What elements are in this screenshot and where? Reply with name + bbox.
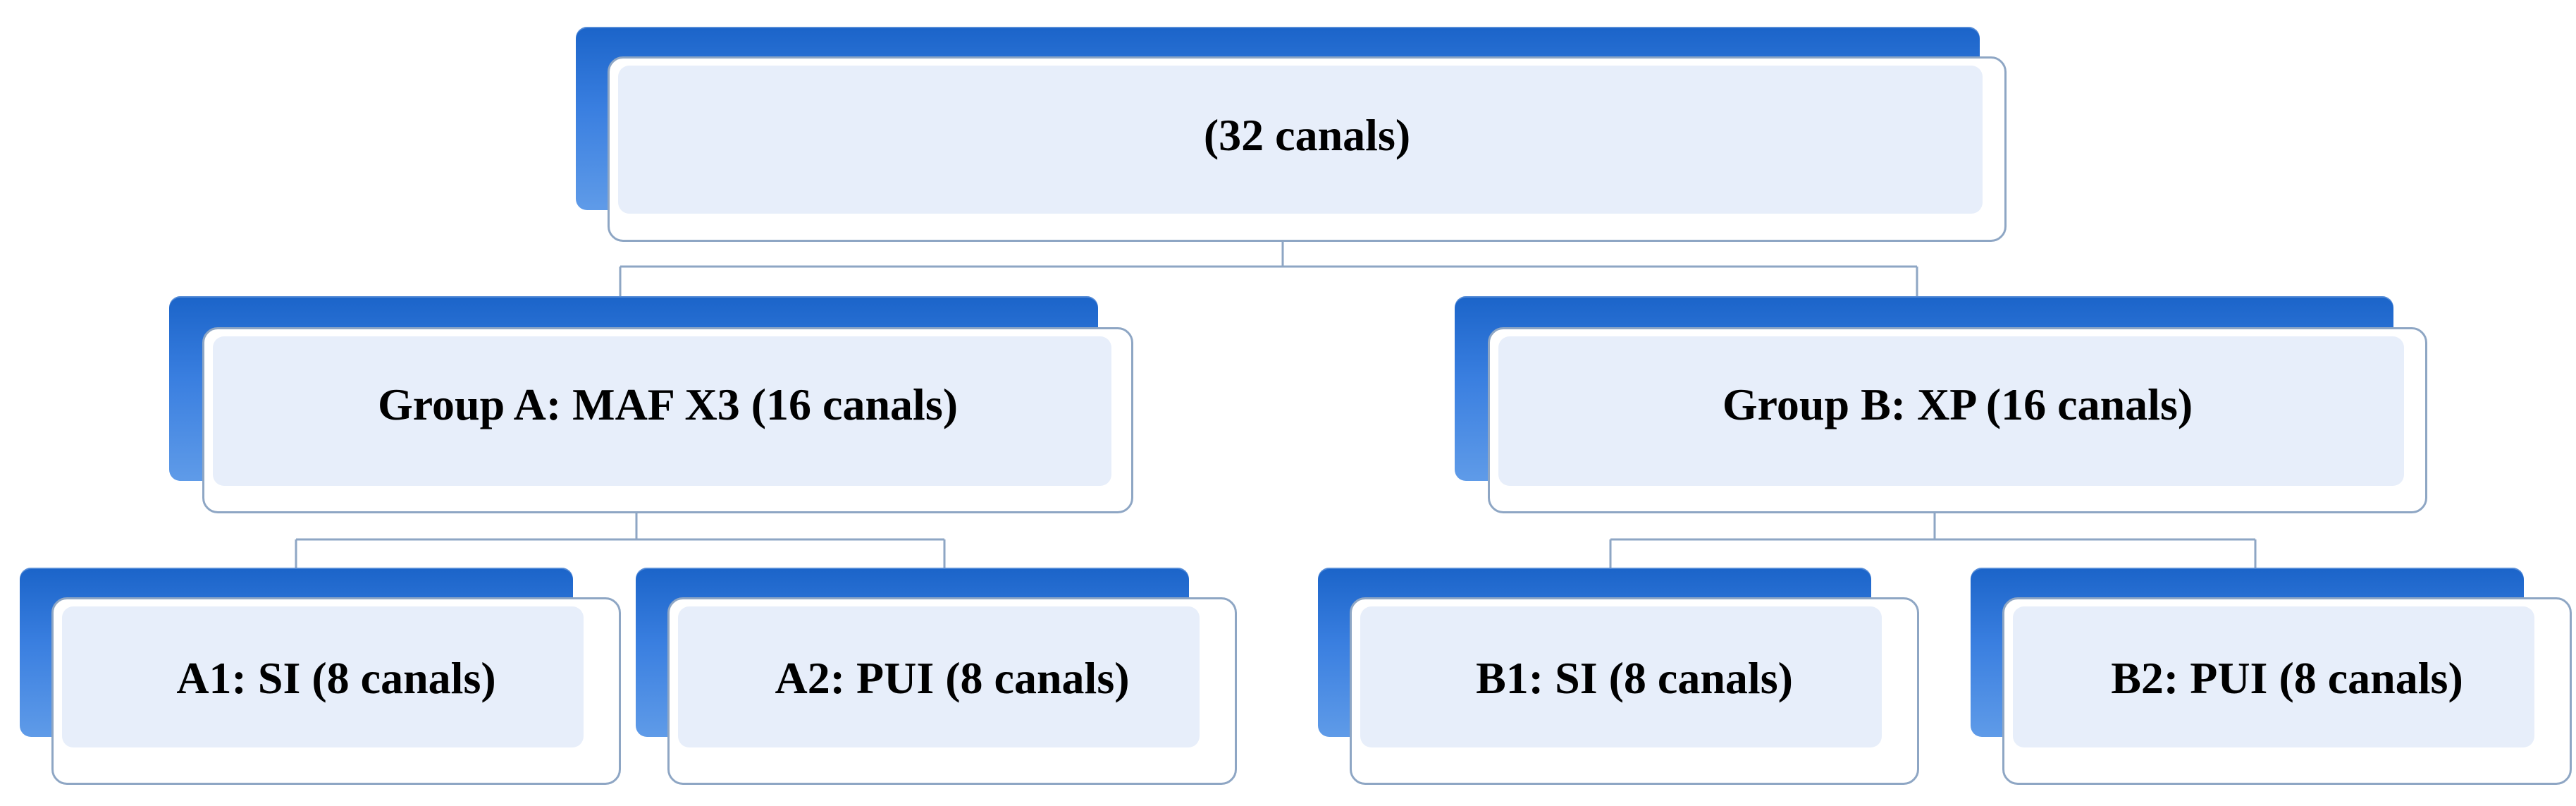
node-root-label: (32 canals) — [1203, 109, 1411, 160]
node-group-b-label: Group B: XP (16 canals) — [1722, 379, 2193, 429]
node-a1-label: A1: SI (8 canals) — [176, 653, 496, 703]
node-box: Group A: MAF X3 (16 canals) — [202, 327, 1133, 513]
node-box: (32 canals) — [608, 56, 2007, 242]
node-b2-label: B2: PUI (8 canals) — [2111, 653, 2463, 703]
node-a2: A2: PUI (8 canals) — [636, 568, 1237, 785]
node-box: B1: SI (8 canals) — [1350, 597, 1919, 785]
node-group-a-label: Group A: MAF X3 (16 canals) — [377, 379, 959, 429]
node-group-a: Group A: MAF X3 (16 canals) — [169, 296, 1133, 513]
node-box: A1: SI (8 canals) — [51, 597, 621, 785]
node-box: Group B: XP (16 canals) — [1488, 327, 2427, 513]
node-box: A2: PUI (8 canals) — [667, 597, 1237, 785]
node-root: (32 canals) — [576, 27, 2007, 242]
node-b1-label: B1: SI (8 canals) — [1476, 653, 1793, 703]
node-a1: A1: SI (8 canals) — [20, 568, 621, 785]
node-a2-label: A2: PUI (8 canals) — [775, 653, 1130, 703]
node-group-b: Group B: XP (16 canals) — [1455, 296, 2427, 513]
node-b1: B1: SI (8 canals) — [1318, 568, 1919, 785]
node-box: B2: PUI (8 canals) — [2002, 597, 2572, 785]
node-b2: B2: PUI (8 canals) — [1971, 568, 2572, 785]
